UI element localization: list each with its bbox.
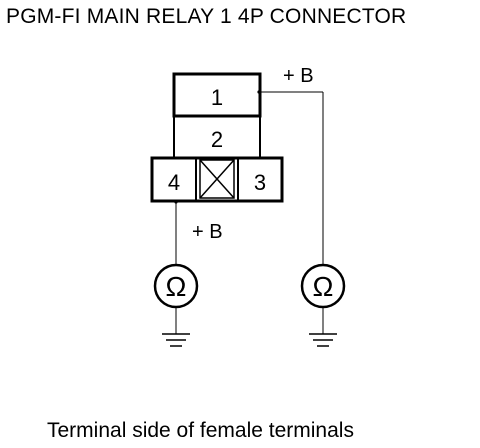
terminal-1-label: 1: [211, 85, 223, 110]
connector-housing: [150, 72, 284, 203]
terminal-4-probe-label: + B: [192, 221, 223, 243]
terminal-1-probe-label: + B: [283, 65, 314, 87]
connector-lower-row: [150, 156, 284, 203]
ohm-symbol-left: Ω: [166, 271, 187, 302]
terminal-3-label: 3: [254, 170, 266, 195]
diagram-caption: Terminal side of female terminals: [47, 419, 354, 442]
ground-left-icon: [162, 307, 190, 347]
probe-wire-terminal-1: [257, 90, 324, 265]
terminal-2-label: 2: [211, 127, 223, 152]
diagram-title: PGM-FI MAIN RELAY 1 4P CONNECTOR: [6, 5, 407, 28]
terminal-4-label: 4: [168, 170, 180, 195]
blank-cavity: [199, 159, 235, 199]
probe-wire-terminal-4: [174, 200, 178, 265]
ground-right-icon: [309, 307, 337, 347]
ohm-symbol-right: Ω: [313, 271, 334, 302]
